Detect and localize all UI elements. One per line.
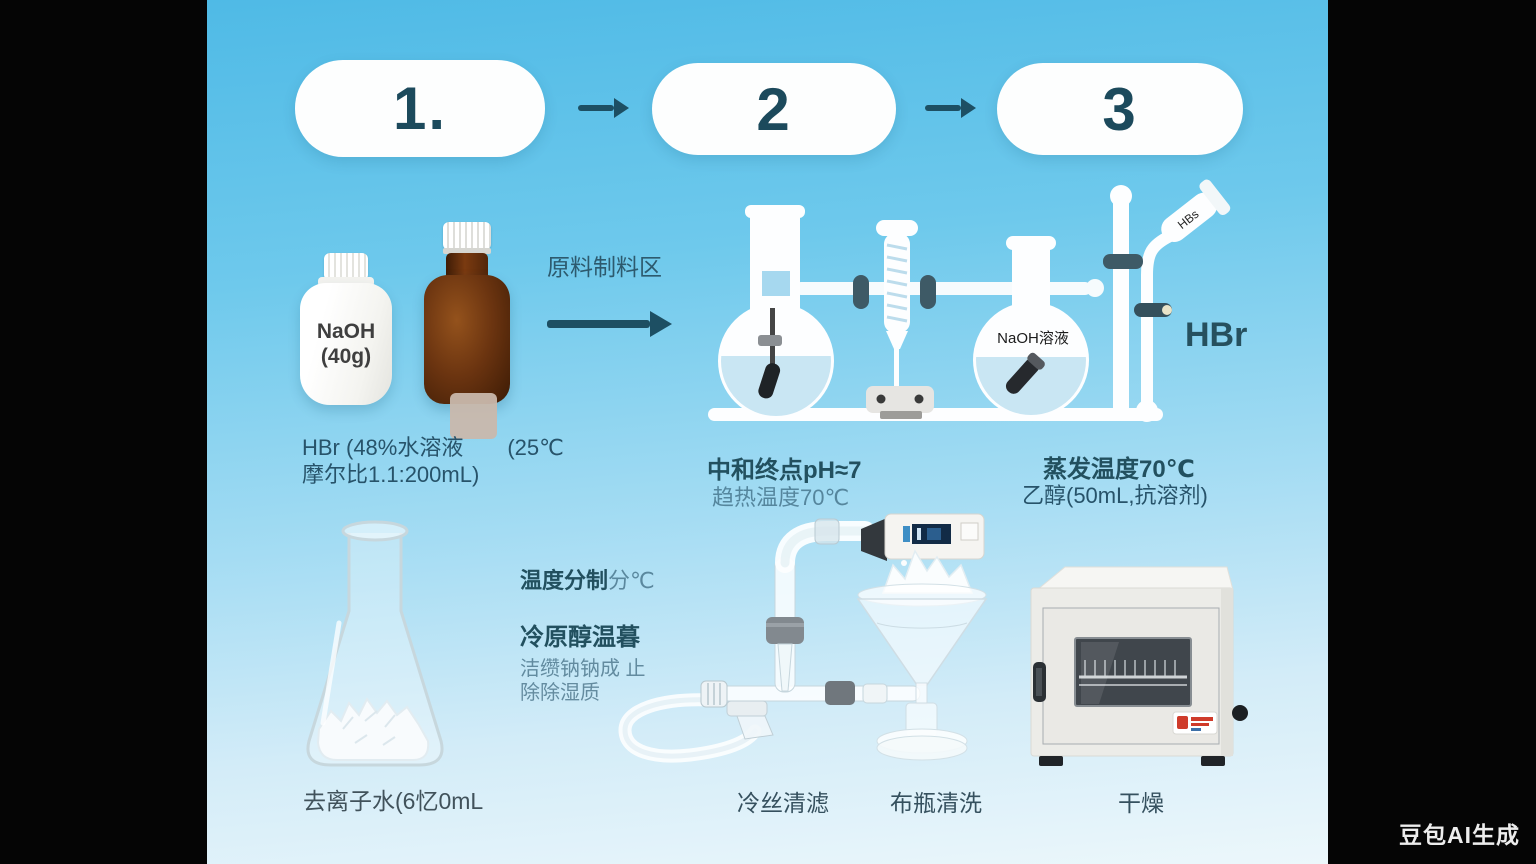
stopcock-valve (726, 700, 774, 740)
gray-coupler (766, 617, 804, 644)
dark-coupler (825, 681, 855, 705)
filtration-apparatus (618, 513, 988, 763)
step-pill-1: 1. (295, 60, 545, 157)
arrow-right-icon (925, 105, 961, 111)
oven-window (1074, 637, 1192, 707)
neck-label (762, 271, 790, 296)
horizontal-glass-tube (704, 685, 921, 702)
tube-clamp (1103, 254, 1143, 269)
receiving-flask: NaOH溶液 (973, 236, 1089, 418)
stage3-caption-line2: 乙醇(50mL,抗溶剂) (1022, 483, 1208, 508)
note-line-2: 冷原醇温暮 (520, 624, 640, 651)
step-pill-3: 3 (997, 63, 1243, 155)
boiling-flask (718, 205, 834, 419)
hbr-test-tube: HBs (1161, 179, 1231, 242)
deionized-water-caption: 去离子水(6忆0mL (303, 788, 484, 814)
funnel-caption: 布瓶清洗 (890, 790, 982, 816)
stage1-caption-line1: HBr (48%水溶液 (25℃ (302, 435, 564, 460)
blank-label (450, 393, 497, 439)
flask-glass (306, 533, 444, 767)
rod-clamp (920, 275, 936, 309)
stage1-caption-line2: 摩尔比1.1:200mL) (302, 462, 480, 487)
bottle-cap (324, 253, 368, 279)
bottle-cap (443, 222, 491, 250)
condenser-column (876, 220, 918, 399)
arrow-right-icon (578, 105, 614, 111)
stage2-caption-line1: 中和终点pH≈7 (707, 457, 862, 484)
naoh-label-line1: NaOH (316, 319, 376, 343)
letterbox-left (0, 0, 207, 864)
note-line-1: 温度分制分℃ (520, 563, 655, 595)
bottle-neck (446, 253, 488, 277)
naoh-label-line2: (40g) (320, 345, 372, 368)
rack-tines (1084, 660, 1176, 676)
oven-caption: 干燥 (1118, 790, 1164, 816)
hbr-amber-bottle (424, 218, 510, 439)
brand-sticker (1172, 711, 1218, 735)
step-pill-2: 2 (652, 63, 896, 155)
drying-oven (1030, 566, 1248, 766)
condenser-coil (886, 243, 908, 323)
neutralization-apparatus: HBs (708, 179, 1231, 422)
side-knob (1232, 705, 1248, 721)
flask-content-label: NaOH溶液 (997, 330, 1069, 347)
stage2-caption-line2: 趋热温度70℃ (712, 485, 850, 510)
stage3-caption-line1: 蒸发温度70℃ (1043, 456, 1195, 483)
pump-controller (861, 513, 985, 561)
oven-foot (1201, 756, 1225, 766)
bottle-neck (318, 277, 374, 287)
big-arrow-right-icon (547, 320, 650, 328)
step-number-1: 1. (392, 75, 448, 142)
erlenmeyer-flask (306, 520, 444, 767)
buchner-funnel (856, 549, 988, 761)
filter-caption: 冷丝清滤 (737, 790, 829, 816)
oven-top (1035, 566, 1234, 591)
bottle-body: NaOH (40g) (300, 283, 392, 405)
flask-mouth (341, 520, 409, 542)
note-line1-strong: 温度分制 (520, 568, 609, 593)
letterbox-right: 豆包AI生成 (1328, 0, 1536, 864)
delivery-tube (1141, 230, 1176, 419)
flask-stopper (1005, 352, 1045, 394)
ai-watermark: 豆包AI生成 (1399, 822, 1520, 848)
note-line-3: 洁缵钠钠成 止 (520, 658, 646, 680)
oven-foot (1039, 756, 1063, 766)
crystal-mound (881, 549, 974, 594)
rod-clamp (853, 275, 869, 309)
stirrer-base (866, 386, 934, 419)
note-line1-light: 分℃ (608, 568, 655, 593)
bottle-cap-ring (443, 248, 491, 254)
bottle-body (424, 275, 510, 439)
vertical-tube (1113, 195, 1129, 421)
naoh-reagent-bottle: NaOH (40g) (300, 253, 392, 405)
ground-joint (777, 643, 793, 692)
step-number-3: 3 (1102, 75, 1138, 143)
salt-crystals (316, 697, 430, 761)
note-line-4: 除除湿质 (520, 682, 600, 704)
elbow-ring (814, 518, 840, 545)
zone-label: 原料制料区 (547, 254, 662, 280)
gas-product-label: HBr (1185, 316, 1248, 354)
step-number-2: 2 (756, 75, 792, 143)
tube-clamp (1134, 303, 1172, 317)
